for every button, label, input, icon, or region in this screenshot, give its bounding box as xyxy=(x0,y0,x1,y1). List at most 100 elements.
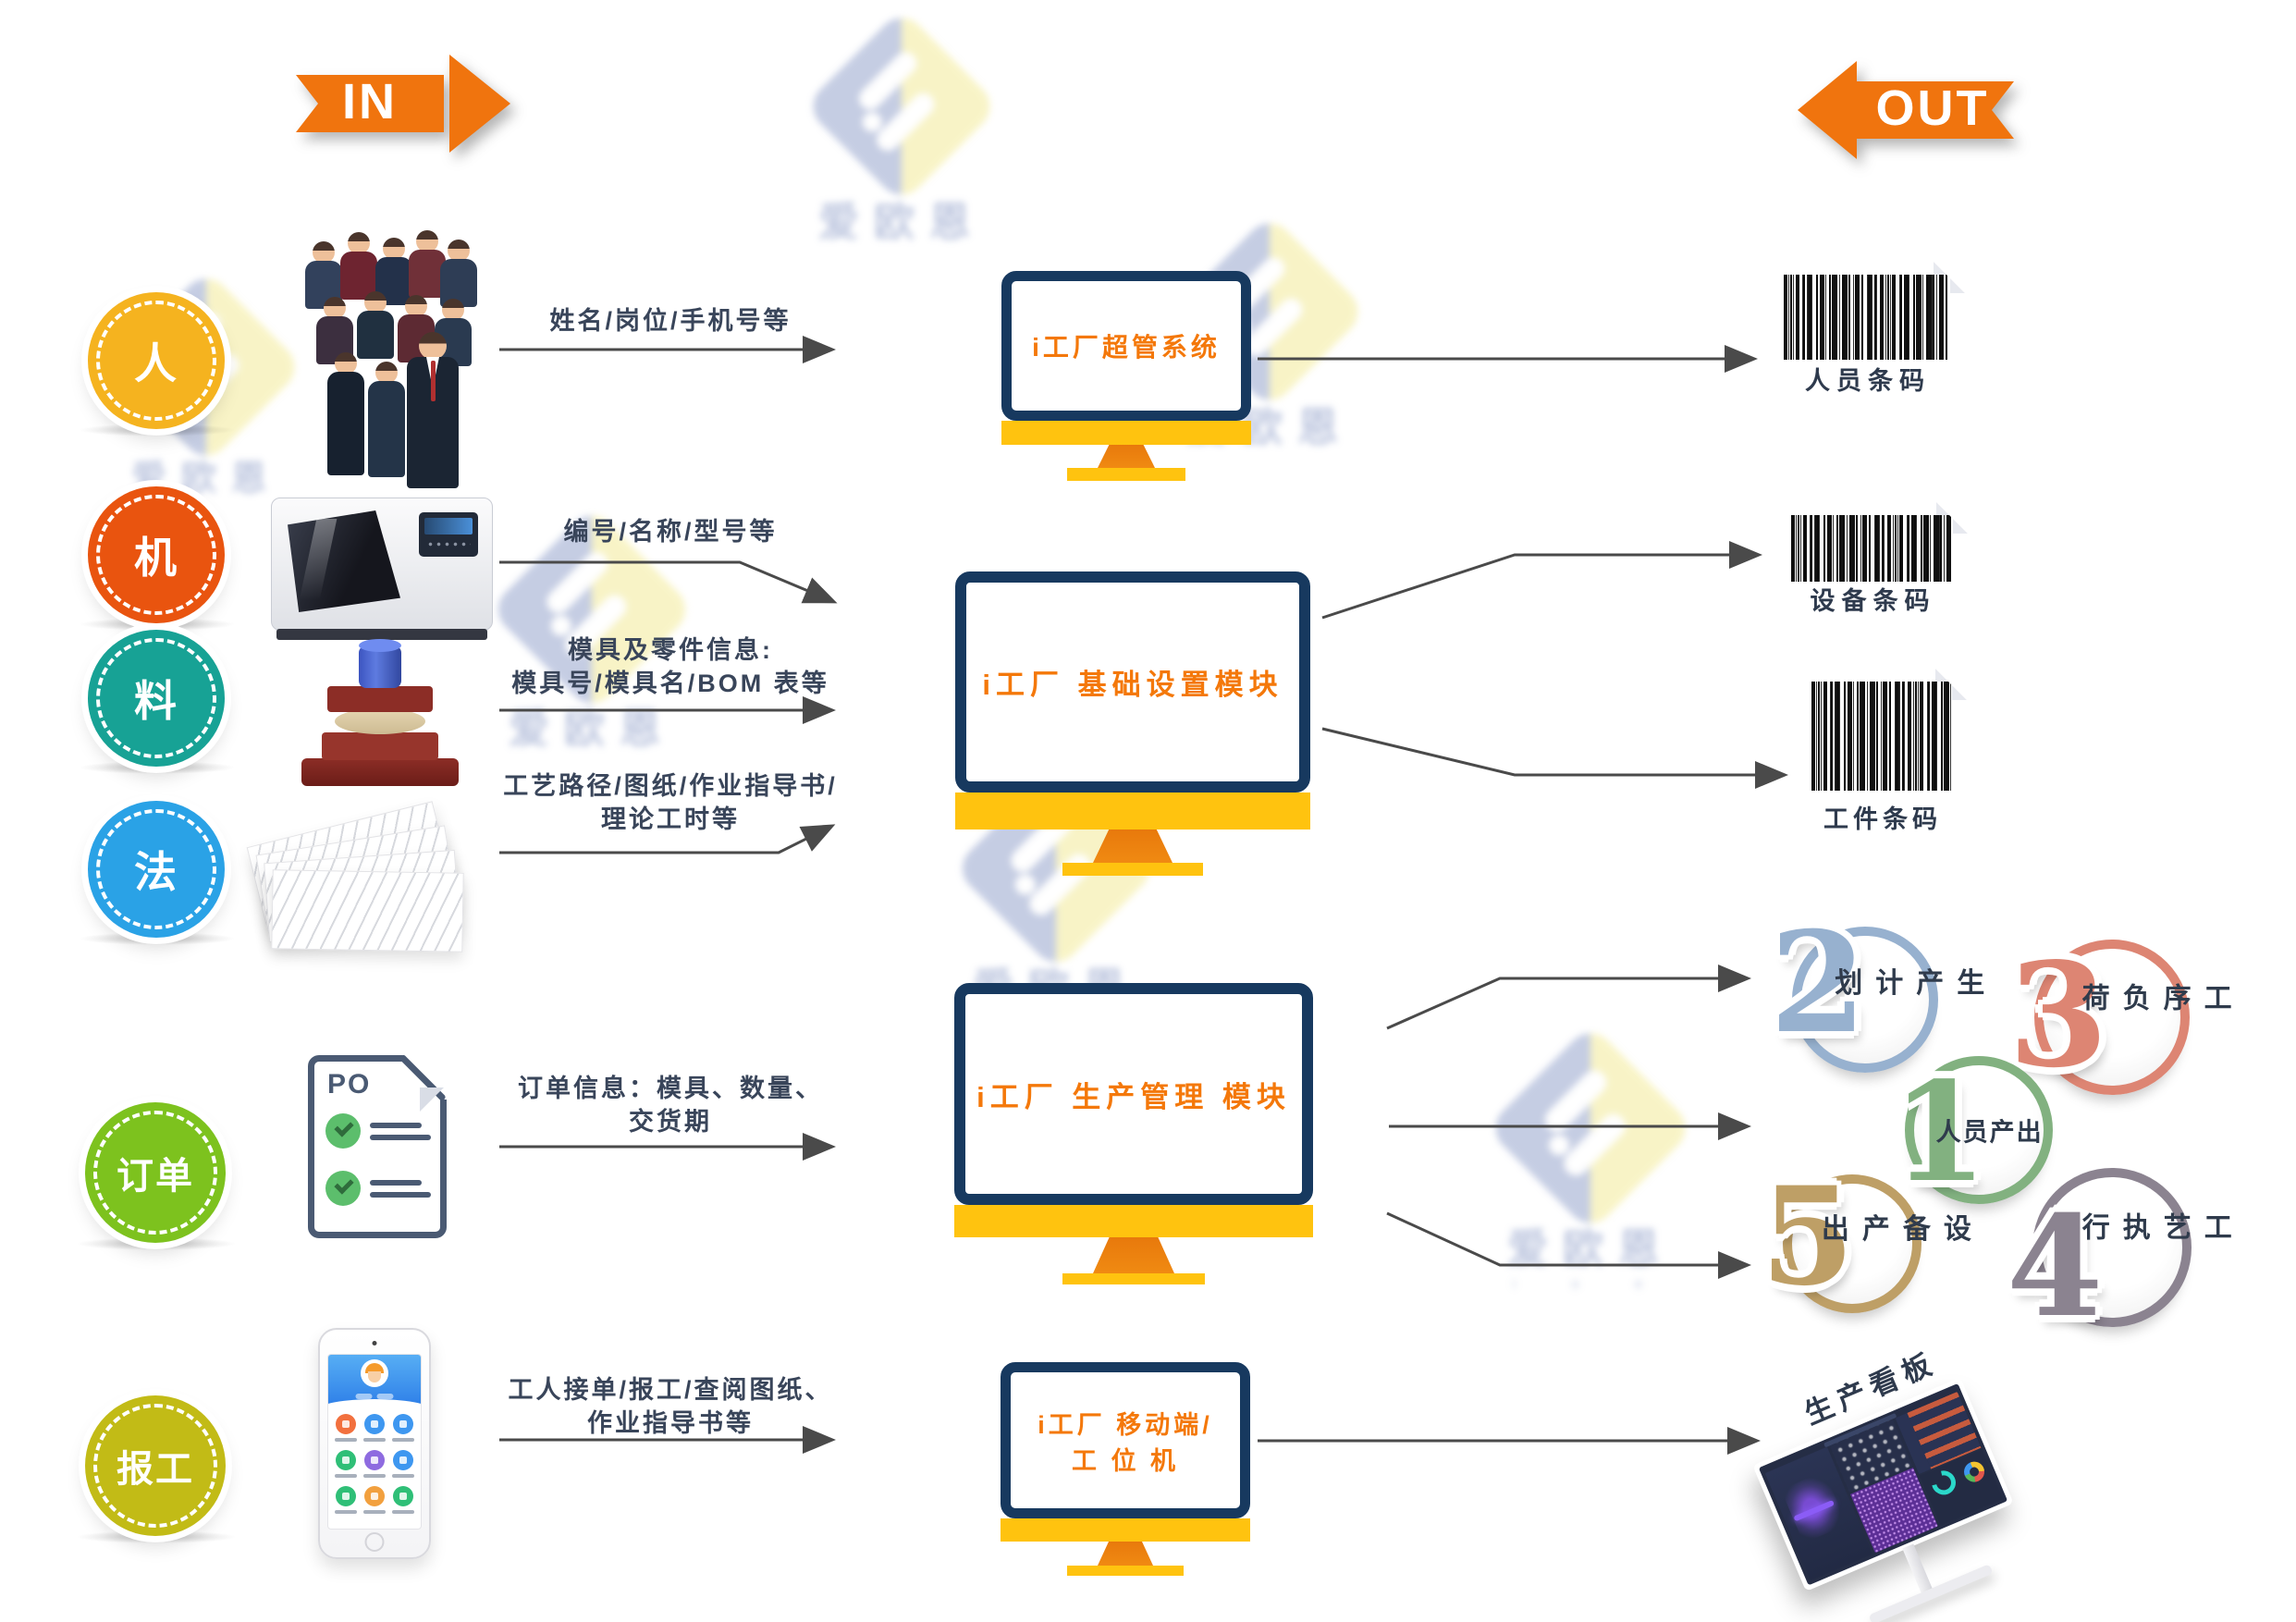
input-circle-label: 人 xyxy=(134,339,178,387)
person-figure xyxy=(357,291,394,359)
kpi-ring-production-plan: 2 生产计划 xyxy=(1770,914,1983,1073)
worker-avatar xyxy=(361,1359,388,1387)
person-figure xyxy=(305,241,342,309)
monitor-base xyxy=(1067,1566,1184,1576)
watermark: 爱欧恩 xyxy=(803,7,1001,248)
mobile-app-image xyxy=(318,1328,431,1559)
dashed-ring xyxy=(93,1111,217,1235)
mold-top-block xyxy=(327,686,433,712)
phone-camera-dot xyxy=(372,1341,377,1346)
dashboard-screen xyxy=(1758,1382,2008,1586)
watermark-initials: i o e xyxy=(1512,1276,1669,1292)
out-banner: OUT xyxy=(1796,48,2018,168)
monitor-stand xyxy=(1098,1542,1153,1566)
in-arrow-icon xyxy=(296,55,510,153)
input-circle-label: 订单 xyxy=(117,1156,194,1197)
watermark-logo-icon xyxy=(803,7,1001,205)
barcode-card-personnel: 人员条码 xyxy=(1771,262,1965,410)
process-documents-image xyxy=(246,801,472,958)
watermark-logo-icon xyxy=(1485,1023,1696,1234)
mold-disc xyxy=(335,708,425,734)
phone-app-header xyxy=(328,1355,421,1419)
check-icon xyxy=(325,1171,361,1206)
app-icon xyxy=(332,1450,361,1478)
out-arrow-icon xyxy=(1798,61,2014,159)
watermark-brand-text: 爱欧恩 xyxy=(1507,1226,1674,1272)
machine-base xyxy=(276,629,487,640)
flow-label-process: 工艺路径/图纸/作业指导书/ 理论工时等 xyxy=(492,770,849,836)
monitor-stand xyxy=(1093,829,1173,863)
watermark-brand-text: 爱欧恩 xyxy=(818,200,985,245)
monitor-screen: i工厂 生产管理 模块 xyxy=(954,983,1313,1205)
flow-label-line: 编号/名称/型号等 xyxy=(563,518,778,546)
module-title: i工厂 移动端/ xyxy=(1037,1410,1213,1439)
mold-image xyxy=(298,627,462,786)
flow-label-line: 模具号/模具名/BOM 表等 xyxy=(511,669,829,697)
module-monitor-production: i工厂 生产管理 模块 xyxy=(954,983,1313,1284)
monitor-bottom-bar xyxy=(954,1205,1313,1237)
app-icon xyxy=(388,1450,417,1478)
dashed-ring xyxy=(96,809,216,929)
input-circle-order: 订单 xyxy=(85,1102,226,1243)
out-banner-label: OUT xyxy=(1875,80,1990,136)
app-icon xyxy=(332,1414,361,1442)
kpi-number: 4 xyxy=(2007,1186,2104,1348)
person-figure xyxy=(368,362,405,477)
watermark-brand-text: 爱欧恩 xyxy=(509,707,675,752)
document-sheet xyxy=(271,869,464,952)
dashboard-frame xyxy=(1752,1377,2014,1591)
app-icon xyxy=(388,1486,417,1514)
barcode-label: 工件条码 xyxy=(1823,805,1942,833)
kpi-number: 1 xyxy=(1892,1051,1987,1212)
kpi-label: 工艺执行 xyxy=(2077,1212,2230,1248)
dashed-ring xyxy=(96,495,216,615)
flow-label-worker-report: 工人接单/报工/查阅图纸、 作业指导书等 xyxy=(492,1374,849,1440)
kpi-number: 3 xyxy=(2008,930,2108,1100)
person-figure xyxy=(316,297,353,364)
monitor-bottom-bar xyxy=(955,793,1310,829)
kpi-number: 5 xyxy=(1761,1158,1855,1316)
kpi-ring-process-load: 3 工序负荷 xyxy=(2008,940,2230,1095)
flow-label-line: 工艺路径/图纸/作业指导书/ xyxy=(503,772,838,800)
barcode-bars xyxy=(1811,682,1952,791)
input-circle-person: 人 xyxy=(88,292,225,429)
donut-chart xyxy=(1960,1457,1988,1485)
flow-label-mold-info: 模具及零件信息: 模具号/模具名/BOM 表等 xyxy=(492,634,849,700)
phone-screen xyxy=(327,1354,422,1530)
phone-app-grid xyxy=(328,1407,421,1521)
input-circle-work-report: 报工 xyxy=(85,1395,226,1536)
po-checklist-row xyxy=(325,1171,431,1206)
barcode-label: 人员条码 xyxy=(1805,367,1931,395)
dashed-ring xyxy=(96,301,216,421)
module-monitor-basic-setup: i工厂 基础设置模块 xyxy=(955,571,1310,876)
person-figure xyxy=(409,230,446,298)
monitor-screen: i工厂 基础设置模块 xyxy=(955,571,1310,793)
monitor-stand xyxy=(1098,445,1155,468)
flow-label-line: 工人接单/报工/查阅图纸、 xyxy=(508,1376,833,1404)
person-figure xyxy=(340,232,377,300)
kpi-label: 工序负荷 xyxy=(2077,983,2230,1019)
monitor-bottom-bar xyxy=(1001,421,1251,445)
flow-label-line: 订单信息：模具、数量、 xyxy=(518,1075,823,1102)
monitor-screen: i工厂超管系统 xyxy=(1001,271,1251,421)
input-circle-material: 料 xyxy=(88,630,225,767)
barcode-card-equipment: 设备条码 xyxy=(1778,502,1968,627)
check-icon xyxy=(325,1113,361,1149)
watermark: 爱欧恩 i o e xyxy=(1485,1023,1696,1292)
in-banner: IN xyxy=(270,42,515,162)
flow-label-line: 理论工时等 xyxy=(601,805,740,833)
module-title: i工厂 生产管理 模块 xyxy=(976,1080,1291,1113)
kpi-ring-equipment-output: 5 设备产出 xyxy=(1761,1169,1970,1313)
monitor-base xyxy=(1067,468,1185,481)
machine-control-panel xyxy=(419,512,478,557)
flow-label-line: 模具及零件信息: xyxy=(568,636,773,664)
dashboard-monitor xyxy=(1741,1347,2046,1622)
flow-label-equipment: 编号/名称/型号等 xyxy=(492,516,849,549)
mold-base xyxy=(301,758,459,786)
purchase-order-icon: PO xyxy=(308,1053,447,1238)
input-circle-machine: 机 xyxy=(88,486,225,623)
flow-label-line: 姓名/岗位/手机号等 xyxy=(549,307,792,335)
monitor-base xyxy=(1062,863,1203,876)
phone-home-button xyxy=(364,1532,385,1552)
